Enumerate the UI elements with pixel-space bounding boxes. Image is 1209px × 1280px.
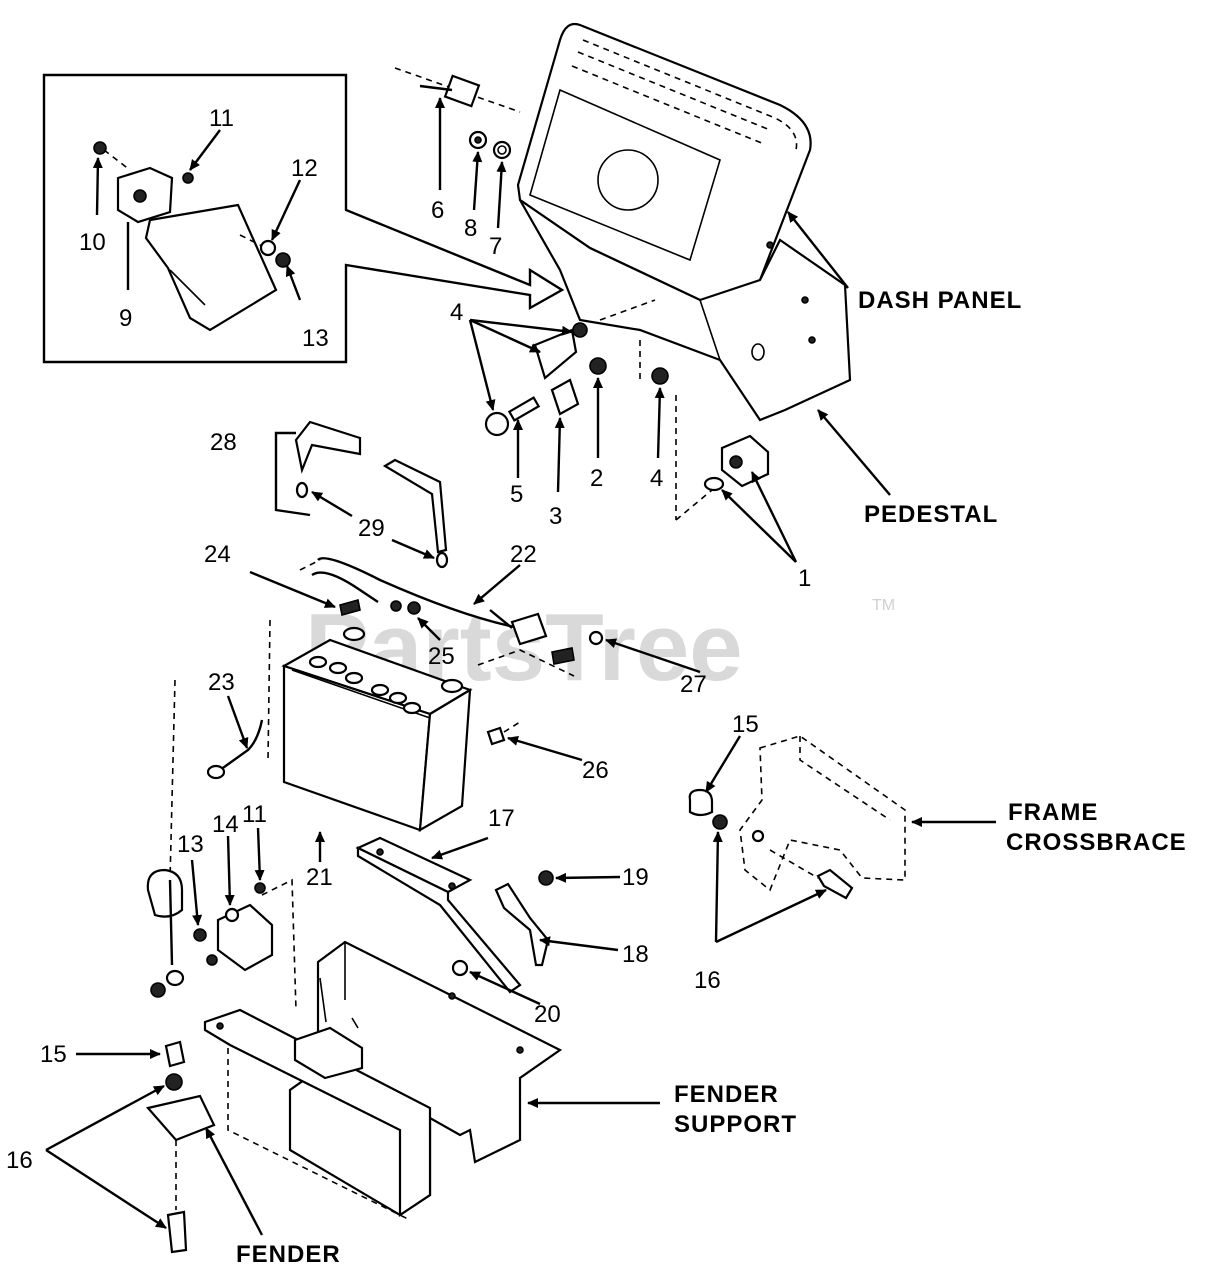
switch-body-part-4 (533, 328, 578, 380)
nut-part-13 (193, 928, 207, 942)
inset-frame-with-arrow (42, 73, 565, 364)
nut-part-11 (182, 172, 194, 184)
callout-28: 28 (210, 429, 237, 456)
callout-12: 12 (291, 155, 318, 182)
switch-part-1: 1 (675, 395, 811, 592)
hold-down-parts: 28 29 (210, 420, 449, 569)
callout-1: 1 (798, 565, 811, 592)
bolt-part-16-right (816, 868, 854, 900)
hold-down-bracket-a (294, 420, 362, 474)
cable-part-22 (317, 557, 531, 632)
callout-11: 11 (209, 105, 234, 132)
washer-part-16 (165, 1073, 183, 1091)
bolt-part-26 (486, 726, 506, 746)
key-part-3 (550, 378, 580, 416)
fender-fasteners: 15 16 FENDER (6, 1040, 341, 1268)
callout-23: 23 (208, 669, 235, 696)
callout-14: 14 (212, 811, 239, 838)
solenoid-group: 13 14 11 (146, 801, 297, 1011)
knob-part-4 (484, 411, 510, 437)
nut-part-27 (588, 630, 604, 646)
callout-5: 5 (510, 481, 523, 508)
battery-part-21: 21 26 (281, 626, 609, 891)
callout-20: 20 (534, 1001, 561, 1028)
hold-down-bracket-b (382, 458, 448, 554)
callout-9: 9 (119, 305, 132, 332)
label-fender: FENDER (236, 1241, 341, 1268)
bolt-part-24 (339, 598, 361, 617)
nut-part-20 (451, 959, 469, 977)
plug-part-15 (164, 1040, 186, 1068)
callout-15-right: 15 (732, 711, 759, 738)
fender-support: FENDER SUPPORT (203, 940, 797, 1221)
battery-caps (308, 655, 422, 715)
nut-part-25 (407, 601, 421, 615)
callout-18: 18 (622, 941, 649, 968)
callout-22: 22 (510, 541, 537, 568)
label-frame-crossbrace-1: FRAME (1008, 799, 1098, 826)
callout-4-top: 4 (450, 299, 463, 326)
washer-part-16-right (712, 814, 728, 830)
callout-6: 6 (431, 197, 444, 224)
nut-part-4 (651, 367, 669, 385)
screw-part-10 (93, 141, 107, 155)
callout-29: 29 (358, 515, 385, 542)
callout-13: 13 (302, 325, 329, 352)
callout-16-lower: 16 (6, 1147, 33, 1174)
battery-bracket-group: 17 18 19 20 (355, 805, 649, 1028)
inset-detail: 11 12 10 9 13 (42, 73, 565, 364)
rod-part-5 (507, 396, 541, 422)
bolt-part-19 (538, 870, 554, 886)
label-fender-support-2: SUPPORT (674, 1111, 797, 1138)
washers-part-7-8: 8 7 (464, 130, 512, 260)
callout-19: 19 (622, 864, 649, 891)
callout-27: 27 (680, 671, 707, 698)
ignition-parts: 4 5 3 2 4 (450, 299, 669, 530)
bolt-part-16 (166, 1210, 188, 1254)
callout-11-lower: 11 (242, 801, 267, 828)
fender-plate (145, 1094, 216, 1142)
callout-26: 26 (582, 757, 609, 784)
label-frame-crossbrace-2: CROSSBRACE (1006, 829, 1187, 856)
watermark-trademark: TM (872, 597, 895, 614)
callout-15-lower: 15 (40, 1041, 67, 1068)
callout-7: 7 (489, 233, 502, 260)
battery-terminal-pos (440, 678, 464, 694)
washer-part-12 (259, 239, 277, 257)
label-pedestal: PEDESTAL (864, 501, 998, 528)
callout-8: 8 (464, 215, 477, 242)
label-dash-panel: DASH PANEL (858, 287, 1022, 314)
frame-crossbrace-group: 15 16 FRAME CROSSBRACE (688, 711, 1187, 994)
callout-16-right: 16 (694, 967, 721, 994)
callout-21: 21 (306, 864, 333, 891)
boot-cover (146, 868, 184, 918)
nut-part-11 (254, 882, 266, 894)
toggle-switch-part-6: 6 (394, 67, 521, 224)
ground-cable-part-23: 23 (206, 669, 264, 780)
callout-25: 25 (428, 643, 455, 670)
callout-24: 24 (204, 541, 231, 568)
label-fender-support-1: FENDER (674, 1081, 779, 1108)
callout-4-bottom: 4 (650, 465, 663, 492)
battery-terminal-neg (342, 626, 366, 642)
callout-10: 10 (79, 229, 106, 256)
dash-panel-assembly (516, 22, 852, 422)
battery-cables: 22 24 25 27 (169, 541, 707, 881)
callout-3: 3 (549, 503, 562, 530)
frame-crossbrace (739, 735, 906, 892)
nut-part-13 (275, 252, 291, 268)
plug-part-15-right (688, 788, 714, 817)
latch-part-18 (494, 882, 550, 967)
pedestal (519, 199, 852, 422)
inset-mount-bracket (144, 203, 278, 332)
callout-2: 2 (590, 465, 603, 492)
callout-13-lower: 13 (177, 831, 204, 858)
nut-part-2 (589, 357, 607, 375)
callout-17: 17 (488, 805, 515, 832)
